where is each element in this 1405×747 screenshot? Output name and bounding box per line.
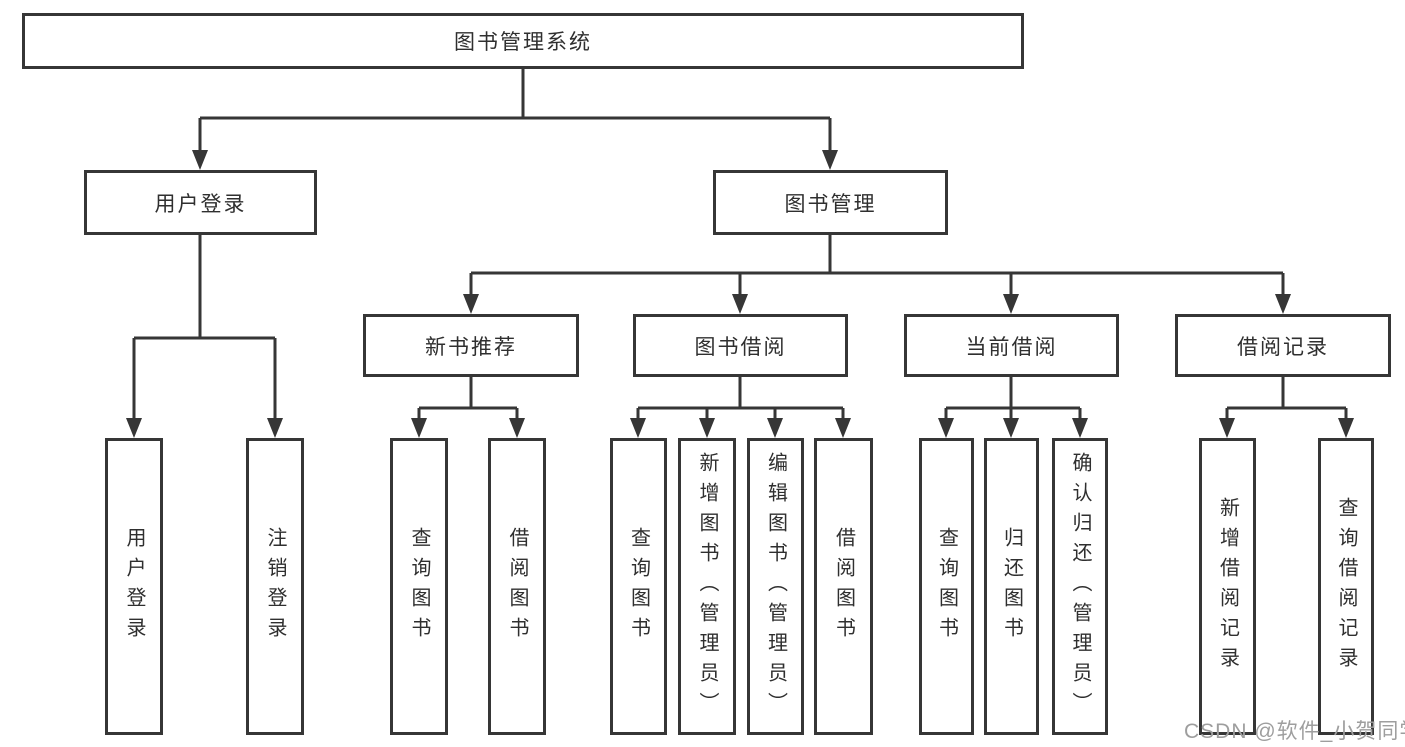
leaf-return-books: 归还图书 [984, 438, 1039, 735]
leaf-borrow-books: 借阅图书 [814, 438, 873, 735]
leaf-query-borrow-record: 查询借阅记录 [1318, 438, 1374, 735]
leaf-user-login: 用户登录 [105, 438, 163, 735]
node-user-login: 用户登录 [84, 170, 317, 235]
leaf-borrow-books-recommend: 借阅图书 [488, 438, 546, 735]
leaf-edit-books-admin: 编辑图书（管理员） [747, 438, 804, 735]
watermark-text: CSDN @软件_小贺同学 [1184, 720, 1405, 743]
node-book-borrow: 图书借阅 [633, 314, 848, 377]
leaf-query-books-recommend: 查询图书 [390, 438, 448, 735]
node-current-borrow: 当前借阅 [904, 314, 1119, 377]
node-new-book-recommend: 新书推荐 [363, 314, 579, 377]
node-root-system: 图书管理系统 [22, 13, 1024, 69]
leaf-confirm-return-admin: 确认归还（管理员） [1052, 438, 1108, 735]
leaf-query-books-borrow: 查询图书 [610, 438, 667, 735]
node-borrow-record: 借阅记录 [1175, 314, 1391, 377]
leaf-logout: 注销登录 [246, 438, 304, 735]
leaf-query-books-current: 查询图书 [919, 438, 974, 735]
leaf-add-borrow-record: 新增借阅记录 [1199, 438, 1256, 735]
node-book-management: 图书管理 [713, 170, 948, 235]
leaf-add-books-admin: 新增图书（管理员） [678, 438, 736, 735]
